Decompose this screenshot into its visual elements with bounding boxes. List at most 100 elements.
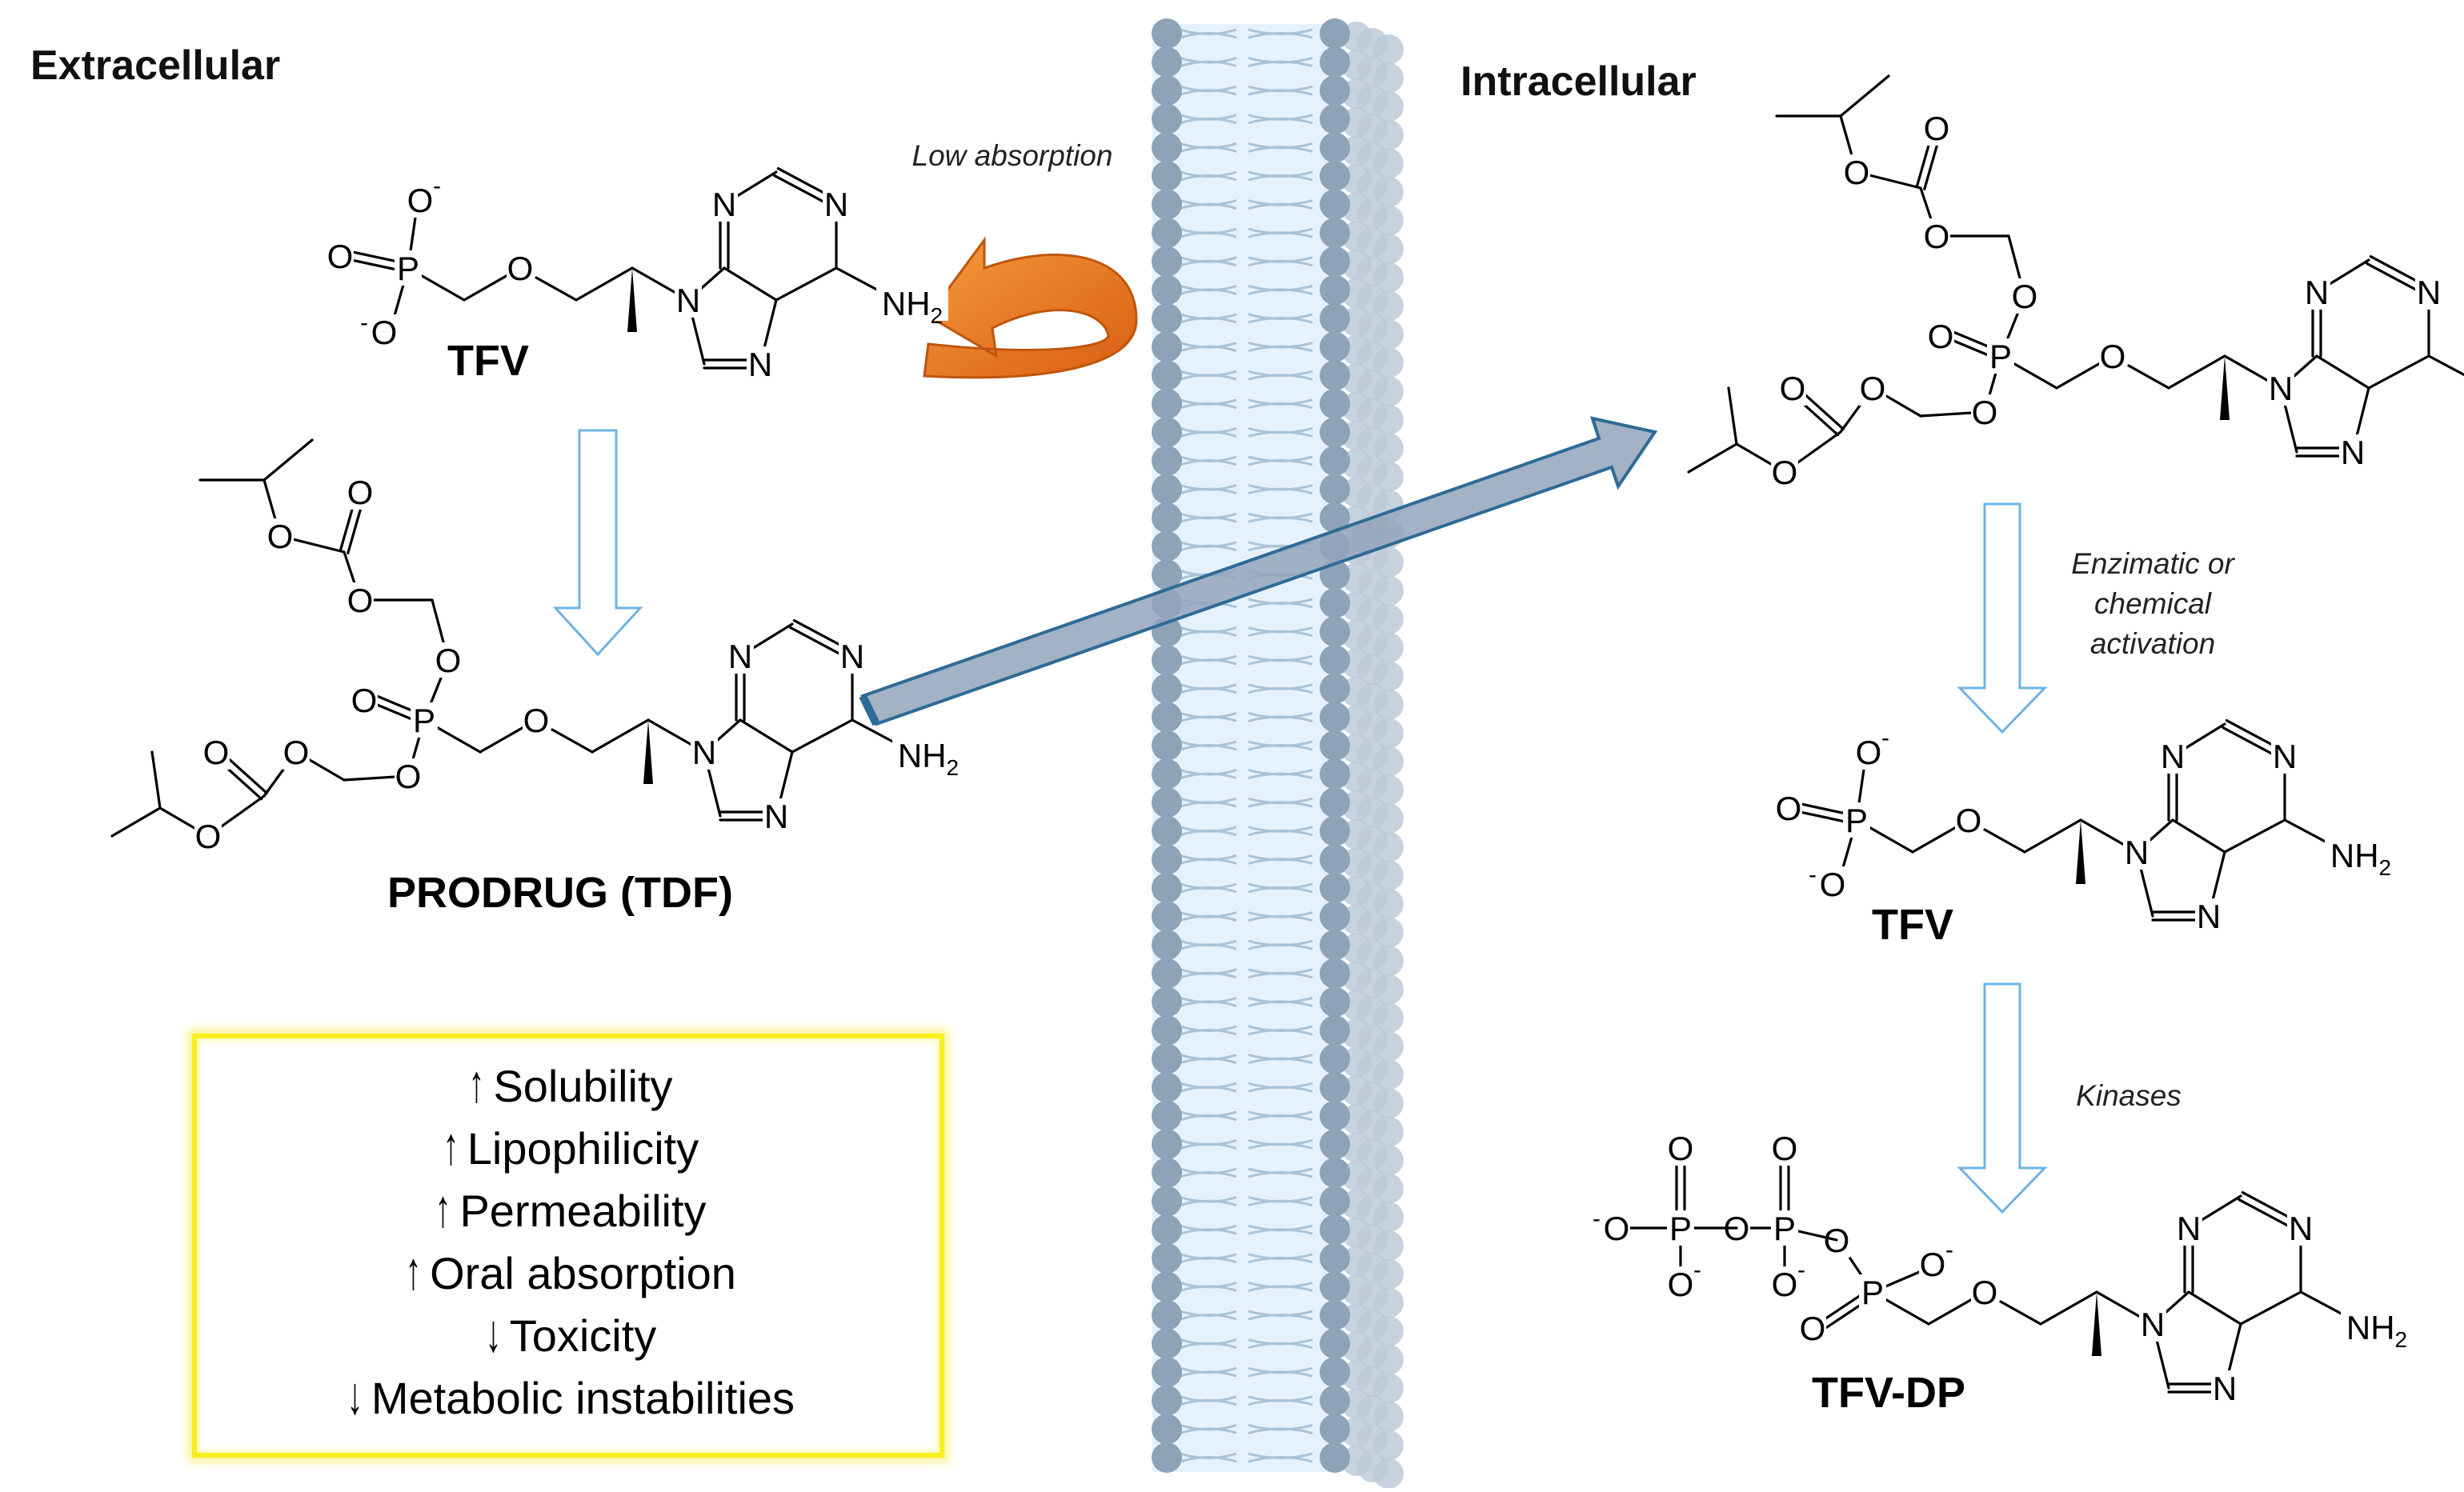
lipid-tail	[1248, 1427, 1313, 1434]
lipid-head	[1152, 559, 1182, 590]
lipid-head	[1152, 673, 1182, 704]
benefit-metabolic-instabilities: ↓Metabolic instabilities	[197, 1365, 940, 1426]
lipid-tail	[1248, 516, 1313, 523]
atom-mask	[1855, 734, 1882, 770]
lipid-head	[1152, 1100, 1182, 1131]
atom-o-label: O	[1860, 370, 1886, 407]
atom-subscript: 2	[2395, 1327, 2408, 1352]
lipid-tail	[1248, 1256, 1313, 1264]
lipid-tail	[1248, 374, 1313, 381]
lipid-head	[1152, 758, 1182, 790]
wedge-bond	[627, 268, 637, 332]
lipid-head	[1152, 873, 1182, 903]
lipid-head	[1320, 1300, 1350, 1330]
lipid-head	[1152, 645, 1182, 676]
lipid-tail	[1248, 744, 1313, 751]
lipid-head	[1320, 844, 1350, 875]
atom-mask	[1819, 866, 1846, 902]
lipid-head	[1320, 303, 1350, 334]
lipid-head	[1320, 873, 1350, 903]
lipid-head	[1152, 1186, 1182, 1217]
atom-n-label: N	[712, 186, 736, 223]
lipid-bilayer-membrane	[1152, 18, 1404, 1489]
benefit-oral-absorption: ↑Oral absorption	[197, 1240, 940, 1301]
lipid-tail	[1248, 1228, 1313, 1235]
lipid-tail	[1180, 1256, 1237, 1264]
lipid-tail	[1180, 715, 1237, 722]
atom-mask	[876, 286, 948, 321]
tfv-label-intracellular: TFV	[1872, 901, 1953, 949]
bond	[2239, 1290, 2302, 1326]
bond	[2367, 354, 2430, 390]
lipid-tail	[1180, 630, 1237, 638]
bond	[1983, 828, 2026, 854]
benefit-text: Solubility	[493, 1061, 673, 1111]
atom-mask	[2139, 1306, 2166, 1342]
bond	[262, 438, 314, 482]
atom-o-label: O	[347, 582, 374, 619]
lipid-head	[1320, 1271, 1350, 1302]
atom-mask	[2123, 834, 2150, 870]
benefit-text: Lipophilicity	[467, 1123, 699, 1174]
atom-o-label: O	[1972, 394, 1998, 431]
low-absorption-note: Low absorption	[911, 139, 1113, 172]
lipid-head	[1320, 901, 1350, 932]
lipid-head	[1152, 1357, 1182, 1388]
bond	[2315, 354, 2370, 390]
lipid-tail	[1180, 1199, 1237, 1207]
lipid-tail	[1180, 772, 1237, 780]
atom-n-label: N	[2177, 1210, 2201, 1247]
bond	[551, 728, 594, 754]
atom-mask	[1919, 1246, 1946, 1282]
bond	[723, 266, 778, 302]
lipid-head	[1152, 360, 1182, 391]
lipid-tail	[1248, 1114, 1313, 1122]
atom-n-label: N	[764, 798, 788, 835]
bond	[2427, 354, 2464, 377]
atom-mask	[1927, 318, 1954, 354]
lipid-tail	[1248, 1171, 1313, 1178]
atom-mask	[2303, 274, 2330, 310]
atom-p-label: P	[1669, 1210, 1692, 1247]
atom-mask	[1667, 1266, 1694, 1302]
atom-o-label: O	[195, 818, 222, 855]
lipid-tail	[1248, 174, 1313, 182]
atom-o-label: O	[2100, 338, 2126, 375]
lipid-tail	[1180, 32, 1237, 39]
atom-mask	[194, 818, 222, 854]
lipid-head	[1152, 1158, 1182, 1188]
lipid-head	[1152, 46, 1182, 78]
lipid-head	[1320, 986, 1350, 1018]
lipid-tail	[1248, 1057, 1313, 1065]
lipid-head	[1152, 331, 1182, 362]
charge-sign: -	[433, 173, 441, 199]
lipid-head	[1152, 844, 1182, 875]
lipid-tail	[1180, 146, 1237, 153]
lipid-head	[1152, 1385, 1182, 1416]
atom-mask	[1799, 1310, 1826, 1346]
atom-n-label: N	[676, 282, 700, 319]
lipid-tail	[1180, 1342, 1237, 1350]
atom-mask	[407, 182, 434, 218]
lipid-head	[1320, 958, 1350, 989]
lipid-tail	[1180, 288, 1237, 295]
lipid-tail	[1248, 829, 1313, 837]
activation-note-line-2: chemical	[2094, 587, 2211, 620]
atom-mask	[1987, 338, 2014, 374]
lipid-tail	[1248, 1285, 1313, 1292]
bond	[575, 266, 634, 302]
lipid-head	[1152, 986, 1182, 1018]
lipid-tail	[1180, 117, 1237, 125]
atom-o-label: O	[1956, 802, 1982, 839]
lipid-tail	[1248, 858, 1313, 865]
atom-subscript: 2	[947, 755, 960, 780]
atom-o-label: O	[1668, 1130, 1694, 1167]
lipid-head	[1320, 702, 1350, 733]
atom-o-label: O	[267, 518, 294, 555]
lipid-tail	[1180, 1427, 1237, 1434]
atom-mask	[347, 474, 374, 510]
lipid-tail	[1180, 345, 1237, 353]
atom-mask	[1843, 154, 1870, 190]
lipid-tail	[1248, 715, 1313, 722]
lipid-tail	[1248, 32, 1313, 39]
